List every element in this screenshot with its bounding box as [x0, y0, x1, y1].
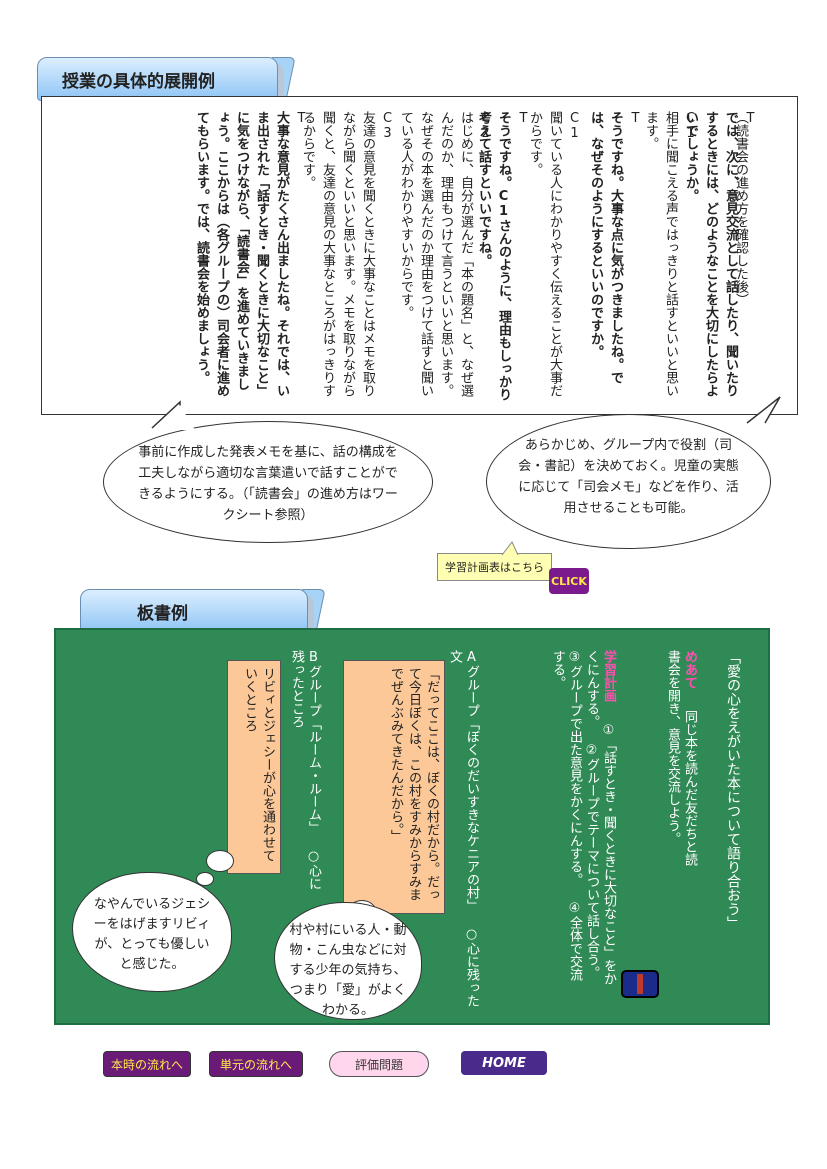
group-b-note: リビィとジェシーが心を通わせていくところ — [227, 660, 281, 874]
bubble-left-text: 事前に作成した発表メモを基に、話の構成を工夫しながら適切な言葉遣いで話すことがで… — [138, 445, 398, 523]
aim-label: めあて — [682, 650, 697, 689]
section-title: 板書例 — [137, 603, 188, 624]
cloud-left-text: なやんでいるジェシーをはげますリビィが、とっても優しいと感じた。 — [93, 897, 211, 972]
board-plan: 学習計画 ①「話すとき・聞くときに大切なこと」をかくにんする。 ②グループでテー… — [549, 650, 617, 990]
group-b-title: Bグループ「ルーム・ルーム」 — [306, 650, 321, 834]
bubble-right: あらかじめ、グループ内で役割（司会・書記）を決めておく。児童の実態に応じて「司会… — [486, 414, 771, 549]
group-a-note: 「だってここは、ぼくの村だから。だって今日ぼくは、この村をすみからすみまでぜんぶ… — [343, 660, 445, 914]
home-button[interactable]: HOME — [461, 1051, 547, 1075]
dialogue-column: T そうですね。大事な点に気がつきましたね。では、なぜそのようにするといいのですか… — [585, 111, 645, 401]
section-tab-lesson: 授業の具体的展開例 — [37, 57, 278, 101]
plan-step-1: ①「話すとき・聞くときに大切なこと」をかくにんする。 — [584, 650, 616, 985]
dialogue-column: T そうですね。C1さんのように、理由もしっかり考えて話すといいですね。 — [473, 111, 533, 401]
click-label: CLICK — [551, 574, 587, 588]
board-title: 「愛の心をえがいた本について語り合おう」 — [725, 650, 741, 930]
plan-step-4: ④全体で交流する。 — [550, 650, 582, 981]
comment-cloud-left: なやんでいるジェシーをはげますリビィが、とっても優しいと感じた。 — [72, 872, 232, 992]
plan-label: 学習計画 — [601, 650, 616, 702]
unit-flow-label: 単元の流れへ — [219, 1057, 292, 1072]
speaker-label: C3 — [380, 111, 395, 141]
group-b-heading: Bグループ「ルーム・ルーム」 ○心に残ったところ — [288, 650, 322, 900]
group-a-title: Aグループ「ぼくのだいすきなケニアの村」 — [464, 650, 479, 912]
cloud-right-text: 村や村にいる人・動物・こん虫などに対する少年の気持ち、つまり「愛」がよくわかる。 — [289, 923, 407, 1018]
plan-link-callout[interactable]: 学習計画表はこちら — [437, 553, 552, 581]
bubble-left: 事前に作成した発表メモを基に、話の構成を工夫しながら適切な言葉遣いで話すことがで… — [103, 421, 433, 543]
eraser-icon — [621, 970, 659, 998]
speaker-label: T — [628, 111, 643, 126]
home-label: HOME — [482, 1055, 526, 1071]
dialogue-text: 大事な意見がたくさん出ましたね。それでは、いま出された「話すとき・聞くときに大切… — [194, 111, 289, 397]
dialogue-text: では、次に、意見交流として話したり、聞いたりするときには、どのようなことを大切に… — [683, 111, 738, 397]
dialogue-text: そうですね。C1さんのように、理由もしっかり考えて話すといいですね。 — [476, 111, 511, 401]
section-title: 授業の具体的展開例 — [62, 71, 215, 92]
speaker-label: T — [294, 111, 309, 126]
click-button[interactable]: CLICK — [549, 568, 589, 594]
assessment-label: 評価問題 — [354, 1057, 403, 1072]
dialogue-text: 相手に聞こえる声ではっきりと話すといいと思います。 — [643, 111, 678, 397]
lesson-flow-button[interactable]: 本時の流れへ — [103, 1051, 191, 1077]
dialogue-text: 友達の意見を聞くときに大事なことはメモを取りながら聞くといいと思います。メモを取… — [300, 111, 375, 397]
dialogue-text: 聞いている人にわかりやすく伝えることが大事だからです。 — [527, 111, 562, 397]
dialogue-column: T 大事な意見がたくさん出ましたね。それでは、いま出された「話すとき・聞くときに大… — [191, 111, 311, 401]
group-a-note-text: 「だってここは、ぼくの村だから。だって今日ぼくは、この村をすみからすみまでぜんぶ… — [388, 667, 439, 901]
section-tab-board: 板書例 — [80, 589, 308, 633]
dialogue-text: （読書会の進め方を確認した後） — [733, 111, 748, 306]
cloud-puff — [206, 850, 234, 872]
plan-step-2: ②グループでテーマについて話し合う。 — [584, 743, 599, 979]
speaker-label: T — [516, 111, 531, 126]
bubble-right-text: あらかじめ、グループ内で役割（司会・書記）を決めておく。児童の実態に応じて「司会… — [518, 438, 739, 516]
blackboard: 「愛の心をえがいた本について語り合おう」 めあて 同じ本を読んだ友だちと読書会を… — [54, 628, 770, 1025]
plan-link-callout-tail — [501, 541, 519, 555]
comment-cloud-right: 村や村にいる人・動物・こん虫などに対する少年の気持ち、つまり「愛」がよくわかる。 — [274, 902, 422, 1020]
plan-step-3: ③グループで出た意見をかくにんする。 — [567, 650, 582, 886]
group-a-heading: Aグループ「ぼくのだいすきなケニアの村」 ○心に残った文 — [446, 650, 480, 1010]
bubble-left-tail — [151, 400, 195, 430]
group-b-note-text: リビィとジェシーが心を通わせていくところ — [242, 667, 275, 862]
speaker-label: T — [743, 111, 758, 126]
cloud-puff — [196, 872, 214, 886]
bubble-right-tail — [746, 396, 781, 424]
speaker-label: C1 — [567, 111, 582, 141]
dialogue-text: そうですね。大事な点に気がつきましたね。では、なぜそのようにするといいのですか。 — [588, 111, 623, 384]
aim-text: 同じ本を読んだ友だちと読書会を開き、意見を交流しよう。 — [665, 650, 697, 866]
lesson-flow-label: 本時の流れへ — [110, 1057, 183, 1072]
assessment-button[interactable]: 評価問題 — [329, 1051, 429, 1077]
group-b-sub: ○心に残ったところ — [289, 650, 321, 890]
speaker-label: C1 — [683, 111, 698, 141]
unit-flow-button[interactable]: 単元の流れへ — [209, 1051, 303, 1077]
plan-link-label: 学習計画表はこちら — [445, 561, 544, 574]
board-aim: めあて 同じ本を読んだ友だちと読書会を開き、意見を交流しよう。 — [664, 650, 698, 870]
group-a-sub: ○心に残った文 — [447, 650, 479, 1007]
speaker-label: C2 — [478, 111, 493, 141]
dialogue-text: はじめに、自分が選んだ「本の題名」と、なぜ選んだのか、理由もつけて言うといいと思… — [398, 111, 473, 397]
dialogue-column: （読書会の進め方を確認した後） — [730, 111, 750, 401]
dialogue-column: T では、次に、意見交流として話したり、聞いたりするときには、どのようなことを大切… — [680, 111, 760, 401]
